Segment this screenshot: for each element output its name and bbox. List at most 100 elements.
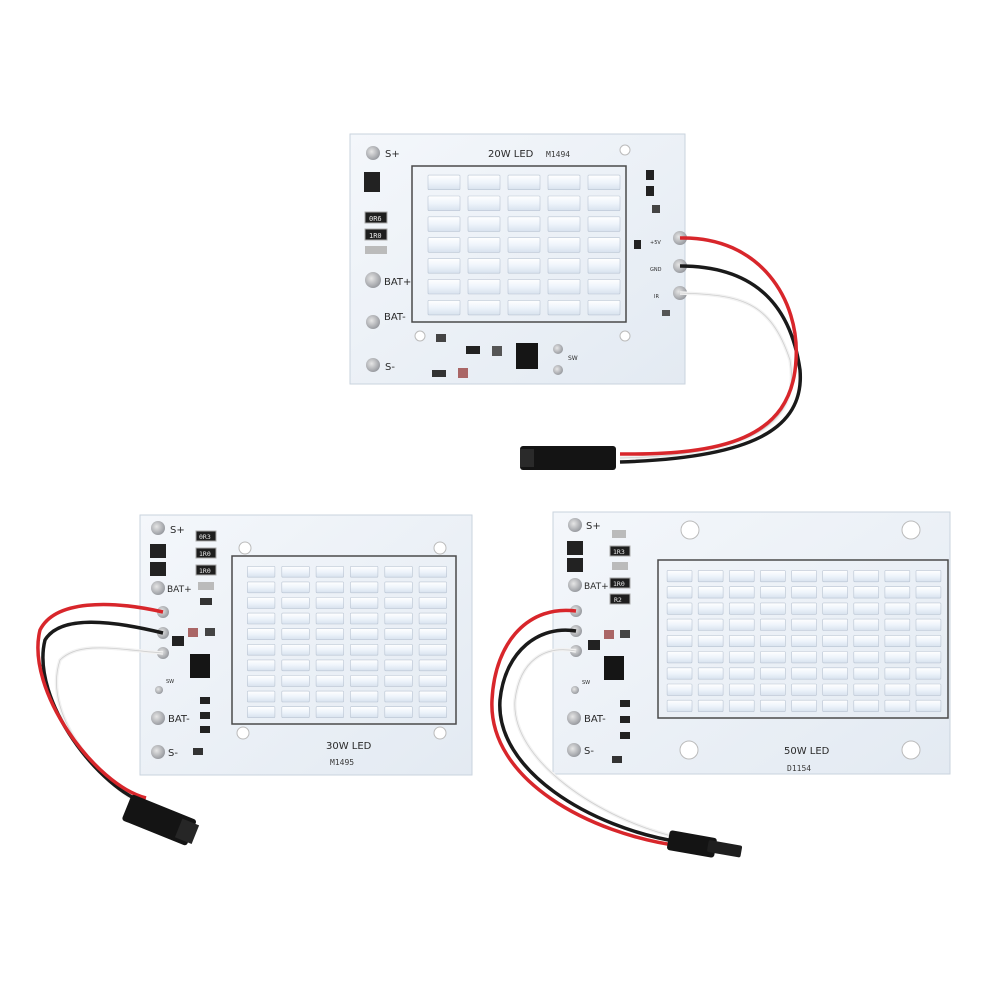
pad-bat-plus-30w	[151, 581, 165, 595]
smd-50w-3	[588, 640, 600, 650]
led-chip	[350, 612, 379, 625]
label-bat-minus-20w: BAT-	[384, 312, 406, 323]
led-chip	[247, 597, 276, 609]
led-chip	[247, 706, 276, 718]
led-chip	[822, 651, 848, 664]
led-chip	[350, 659, 379, 672]
resistor-50w-1	[609, 545, 631, 557]
led-chip	[791, 667, 817, 680]
label-s-plus-50w: S+	[586, 521, 601, 532]
led-chip	[350, 690, 379, 703]
led-chip	[418, 659, 447, 672]
resistor-label-50w-3: R2	[614, 596, 622, 604]
led-chip	[281, 628, 310, 640]
led-chip	[418, 597, 447, 609]
led-chip	[467, 237, 501, 253]
led-chip	[853, 586, 879, 599]
diode-50w-1	[567, 541, 583, 555]
smd-30w-4	[188, 628, 198, 637]
led-chip	[384, 597, 413, 609]
led-chip	[247, 628, 276, 640]
led-chip	[915, 602, 942, 615]
label-s-minus-30w: S-	[168, 748, 178, 759]
pad-s-minus-20w	[366, 358, 380, 372]
led-chip	[697, 570, 724, 583]
led-chip	[350, 565, 379, 578]
led-chip	[587, 258, 621, 274]
wire-white-50w-outline	[514, 649, 681, 839]
pad-bat-plus-50w	[568, 578, 582, 592]
led-chip	[418, 706, 447, 718]
label-gnd-20w: GND	[650, 267, 662, 273]
led-chip	[507, 299, 541, 316]
led-chip	[247, 690, 276, 703]
led-chip	[467, 174, 501, 191]
led-chip	[791, 586, 817, 599]
led-chip	[697, 602, 724, 615]
label-bat-plus-30w: BAT+	[167, 585, 192, 595]
led-chip	[281, 643, 310, 656]
connector-20w	[520, 446, 616, 470]
wire-black-50w	[498, 628, 681, 844]
led-chip	[507, 258, 541, 274]
smd-20w-3	[432, 370, 446, 377]
led-chip	[791, 634, 817, 647]
label-sw-50w: SW	[582, 680, 590, 686]
led-chip	[427, 174, 461, 191]
label-ir-20w: IR	[654, 294, 659, 300]
pad-s-minus-50w	[567, 743, 581, 757]
wire-black-30w	[41, 620, 164, 806]
led-chip	[728, 634, 755, 647]
led-array-20w	[427, 174, 621, 316]
led-chip	[467, 195, 501, 211]
led-chip	[247, 612, 276, 625]
label-sw-30w: SW	[166, 679, 174, 685]
ic-chip-20w	[516, 343, 538, 369]
led-chip	[666, 634, 693, 647]
led-chip	[281, 690, 310, 703]
led-chip	[384, 628, 413, 640]
pad-sw-50w	[571, 686, 579, 694]
resistor-50w-2	[609, 577, 631, 589]
resistor-20w-1	[364, 211, 388, 224]
pad-sw-30w	[155, 686, 163, 694]
smd-50w-5	[620, 630, 630, 638]
led-chip	[507, 279, 541, 295]
led-chip	[547, 174, 581, 191]
pad-s-plus-50w	[568, 518, 582, 532]
pad-sw-20w	[553, 344, 563, 354]
led-chip	[853, 667, 879, 680]
label-s-plus-30w: S+	[170, 525, 185, 536]
led-chip	[728, 651, 755, 664]
resistor-20w-2	[364, 228, 388, 241]
led-chip	[697, 683, 724, 696]
smd-50w-9	[612, 756, 622, 763]
resistor-label-50w-2: 1R0	[613, 580, 625, 588]
led-chip	[384, 675, 413, 687]
pad-bat-minus-50w	[567, 711, 581, 725]
led-chip	[728, 602, 755, 615]
board-30w: 30W LED M1495 S+ BAT+ 0R3 1R0 1R0 SW BAT…	[36, 514, 473, 846]
smd-20w-2	[492, 346, 502, 356]
led-chip	[587, 299, 621, 316]
led-chip	[915, 586, 942, 599]
led-chip	[507, 216, 541, 232]
led-chip	[791, 618, 817, 631]
led-frame-20w	[411, 165, 627, 323]
led-chip	[427, 216, 461, 232]
led-chip	[587, 195, 621, 211]
diode-20w	[364, 172, 380, 192]
led-chip	[791, 683, 817, 696]
led-frame-30w	[231, 555, 457, 725]
led-chip	[350, 597, 379, 609]
led-chip	[350, 706, 379, 718]
led-chip	[915, 570, 942, 583]
led-chip	[791, 570, 817, 583]
board-code-30w: M1495	[330, 758, 354, 767]
resistor-label-30w-2: 1R0	[199, 550, 211, 558]
led-chip	[247, 581, 276, 594]
led-chip	[418, 675, 447, 687]
led-chip	[666, 618, 693, 631]
led-chip	[728, 586, 755, 599]
led-chip	[384, 706, 413, 718]
